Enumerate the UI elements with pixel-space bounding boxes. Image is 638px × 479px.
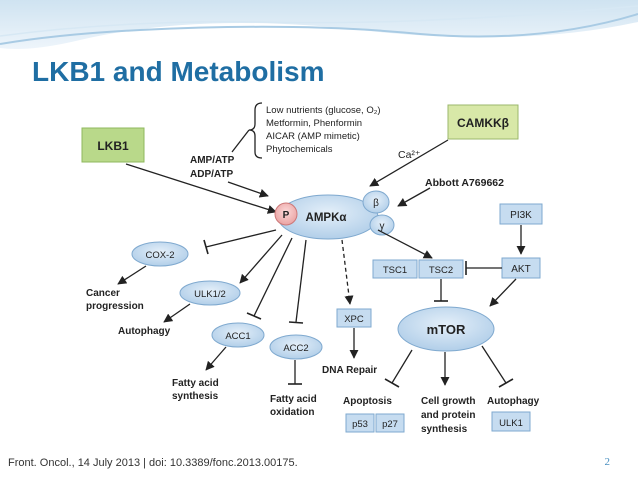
cell-growth-label-1: Cell growth [421, 396, 475, 407]
ampk-inhibits-cox2-line [205, 229, 277, 248]
camkk-to-ampk-arrow [369, 139, 449, 187]
p27-node [375, 413, 405, 433]
cancer-progression-label-1: Cancer [86, 288, 120, 299]
xpc-node [336, 308, 372, 328]
ampk-beta-node [362, 190, 390, 214]
ampk-inhibits-acc2-line [295, 239, 307, 323]
dna-repair-label: DNA Repair [322, 365, 377, 376]
abbott-to-ampk-arrow [397, 187, 431, 207]
tsc2-label: TSC2 [429, 265, 453, 276]
page-number: 2 [604, 456, 611, 468]
camkk-label: CAMKKβ [457, 116, 509, 130]
pi3k-node [499, 203, 543, 225]
acc2-label: ACC2 [283, 343, 308, 354]
mtor-inhibits-autophagy-bar [498, 378, 514, 388]
ulk12-node [179, 280, 241, 306]
fatty-acid-oxidation-label-2: oxidation [270, 407, 314, 418]
lkb1-node [81, 127, 145, 163]
stimulus-metformin: Metformin, Phenformin [266, 118, 362, 129]
p27-label: p27 [382, 419, 398, 430]
camkk-node [447, 104, 519, 140]
ampk-inhibits-cox2-bar [203, 239, 209, 255]
stimulus-phytochemicals: Phytochemicals [266, 144, 333, 155]
ratio-to-ampk-arrow [227, 181, 269, 198]
tsc1-node [372, 259, 418, 279]
stimulus-aicar: AICAR (AMP mimetic) [266, 131, 360, 142]
ampk-inhibits-acc2-bar [288, 321, 304, 324]
slide-title: LKB1 and Metabolism [32, 56, 325, 87]
cox2-to-cancer-arrow [117, 265, 147, 285]
ampk-inhibits-acc1-line [253, 237, 293, 317]
citation-footer: Front. Oncol., 14 July 2013 | doi: 10.33… [8, 457, 298, 469]
tsc1-label: TSC1 [383, 265, 407, 276]
p-label: P [283, 210, 290, 221]
akt-to-mtor-arrow [489, 278, 517, 307]
p53-label: p53 [352, 419, 368, 430]
ulk12-to-autophagy-arrow [163, 303, 191, 323]
header-wave-line [0, 13, 638, 45]
ampk-to-ulk12-arrow [239, 234, 283, 284]
mtor-inhibits-autophagy-line [481, 345, 507, 384]
cox2-label: COX-2 [145, 250, 174, 261]
cell-growth-label-2: and protein [421, 410, 475, 421]
fatty-acid-synthesis-label-2: synthesis [172, 391, 219, 402]
ca-label: Ca²⁺ [398, 149, 421, 161]
adp-atp-label: ADP/ATP [190, 169, 233, 180]
gamma-label: γ [380, 221, 385, 232]
mtor-label: mTOR [427, 322, 466, 337]
mtor-inhibits-apoptosis-bar [384, 378, 400, 388]
acc1-label: ACC1 [225, 331, 250, 342]
lkb1-to-ampk-arrow [125, 163, 277, 214]
mtor-inhibits-apoptosis-line [391, 349, 413, 384]
acc2-node [269, 334, 323, 360]
diagram-panel [70, 100, 580, 445]
cancer-progression-label-2: progression [86, 301, 144, 312]
phospho-p-node [274, 202, 298, 226]
acc1-to-fatty-acid-synthesis-arrow [205, 346, 227, 371]
cell-growth-label-3: synthesis [421, 424, 468, 435]
ulk12-label: ULK1/2 [194, 289, 226, 300]
ampk-to-xpc-dashed-arrow [341, 239, 354, 305]
acc1-node [211, 322, 265, 348]
apoptosis-label: Apoptosis [343, 396, 392, 407]
mtor-node [397, 306, 495, 352]
fatty-acid-oxidation-label-1: Fatty acid [270, 394, 317, 405]
fatty-acid-synthesis-label-1: Fatty acid [172, 378, 219, 389]
autophagy-right-label: Autophagy [487, 396, 540, 407]
p53-node [345, 413, 375, 433]
stimulus-low-nutrients: Low nutrients (glucose, O₂) [266, 105, 381, 116]
xpc-label: XPC [344, 314, 364, 325]
pi3k-label: PI3K [510, 210, 532, 221]
ampk-label: AMPKα [306, 212, 347, 224]
amp-atp-label: AMP/ATP [190, 155, 235, 166]
abbott-label: Abbott A769662 [425, 177, 504, 189]
beta-label: β [373, 198, 379, 209]
header-wave-line-2 [0, 5, 638, 37]
stimuli-to-ratio-line [231, 129, 250, 153]
ampk-inhibits-acc1-bar [246, 312, 262, 320]
tsc2-node [418, 259, 464, 279]
lkb1-label: LKB1 [97, 139, 129, 153]
cox2-node [131, 241, 189, 267]
ampk-gamma-node [369, 214, 395, 236]
ulk1-label: ULK1 [499, 418, 523, 429]
akt-label: AKT [511, 264, 530, 275]
autophagy-left-label: Autophagy [118, 326, 171, 337]
ampk-to-tsc2-arrow [377, 229, 433, 259]
ulk1-node [491, 411, 531, 432]
